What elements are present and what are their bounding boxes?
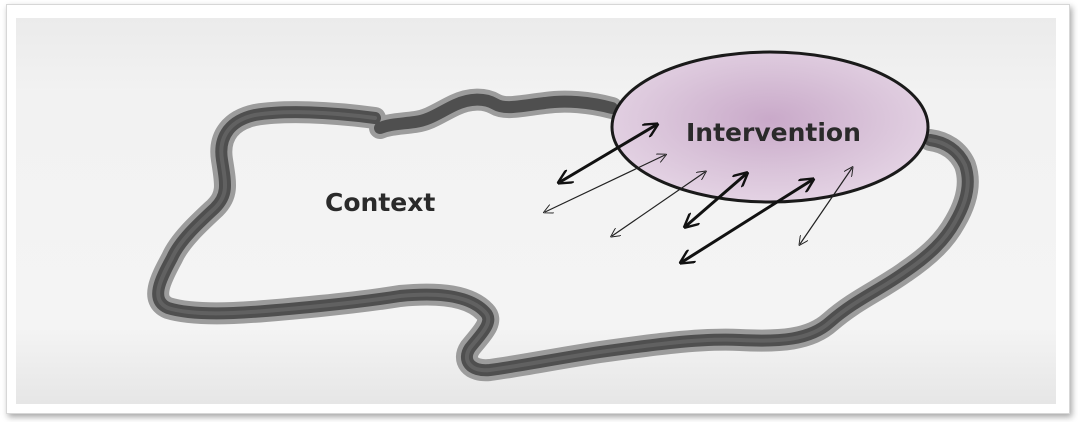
arrow-thick <box>682 180 812 262</box>
arrow-thin <box>545 155 665 212</box>
interaction-arrows <box>545 125 852 262</box>
intervention-label: Intervention <box>686 118 861 147</box>
context-boundary <box>147 88 979 382</box>
arrow-thin <box>800 168 852 244</box>
context-label: Context <box>325 188 435 217</box>
